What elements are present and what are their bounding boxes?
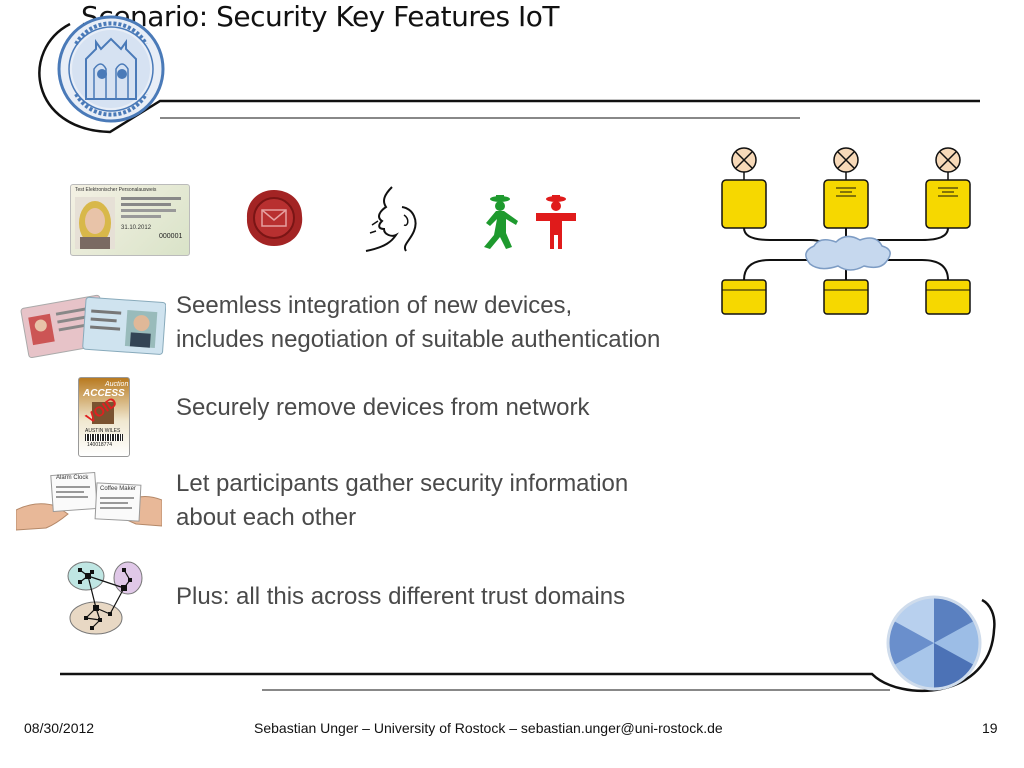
wax-seal-icon <box>244 188 304 248</box>
devices-top <box>721 179 971 229</box>
network-diagram <box>721 147 971 315</box>
id-card-header: Test Elektronischer Personalausweis <box>75 187 157 193</box>
card-exchange-image: Alarm Clock Coffee Maker <box>16 470 162 532</box>
whisper-icon <box>362 185 424 255</box>
slide-title: Scenario: Security Key Features IoT <box>81 0 559 33</box>
bullet-trust: Plus: all this across different trust do… <box>176 580 625 614</box>
musama-logo <box>880 593 988 693</box>
actuator-lamps <box>731 147 961 180</box>
badge-title: ACCESS <box>83 388 125 399</box>
header-decoration <box>38 22 980 134</box>
bullet-integration: Seemless integration of new devices, inc… <box>176 289 660 357</box>
card-right-label: Coffee Maker <box>100 486 136 492</box>
card-left-label: Alarm Clock <box>56 475 89 481</box>
bullet-gather-line2: about each other <box>176 504 357 531</box>
ampelmann-icon <box>478 193 588 253</box>
driver-license-image <box>16 290 166 360</box>
bullet-integration-line1: Seemless integration of new devices, <box>176 292 573 319</box>
id-card-image: Test Elektronischer Personalausweis 31.1… <box>70 184 190 256</box>
cloud-icon <box>805 235 891 271</box>
bullet-remove: Securely remove devices from network <box>176 391 589 425</box>
id-card-photo <box>75 197 115 249</box>
id-card-date: 31.10.2012 <box>121 225 152 231</box>
id-card-number: 000001 <box>159 233 183 240</box>
badge-name: AUSTIN WILES <box>85 428 121 434</box>
access-badge-image: Auction ACCESS VOID AUSTIN WILES 1400187… <box>78 377 130 457</box>
badge-brand: Auction <box>105 381 129 388</box>
bullet-integration-line2: includes negotiation of suitable authent… <box>176 326 661 353</box>
footer-author: Sebastian Unger – University of Rostock … <box>254 720 723 736</box>
trust-domains-icon <box>66 558 148 636</box>
devices-bottom <box>721 279 971 315</box>
footer-date: 08/30/2012 <box>24 720 95 736</box>
footer-decoration <box>60 598 996 693</box>
university-seal <box>56 14 166 124</box>
bullet-remove-line1: Securely remove devices from network <box>176 394 590 421</box>
badge-number: 140018774 <box>87 442 113 448</box>
bullet-gather-line1: Let participants gather security informa… <box>176 470 629 497</box>
bullet-gather: Let participants gather security informa… <box>176 467 628 535</box>
bullet-trust-line1: Plus: all this across different trust do… <box>176 583 626 610</box>
page-number: 19 <box>982 720 998 736</box>
